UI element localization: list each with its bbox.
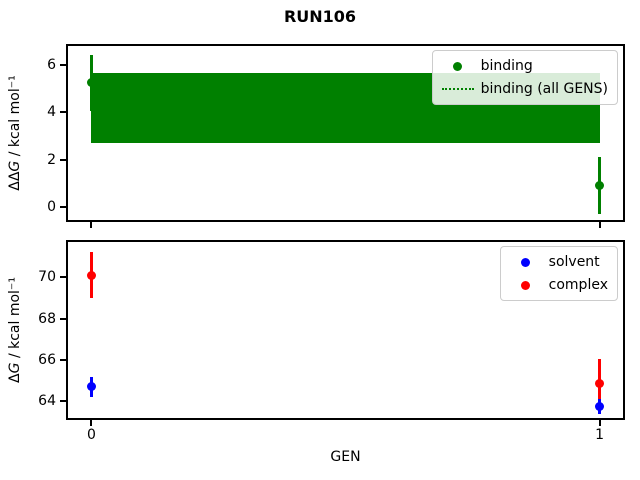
bottom-plot-axes xyxy=(66,240,625,420)
legend-marker-area xyxy=(508,257,544,267)
legend-item: binding (all GENS) xyxy=(440,78,608,100)
y-tick-label: 66 xyxy=(38,352,56,368)
y-tick-label: 2 xyxy=(47,151,56,168)
y-tick-label: 6 xyxy=(47,57,56,74)
y-tick-label: 64 xyxy=(38,393,56,410)
data-point-marker xyxy=(86,78,96,88)
legend-label: solvent xyxy=(548,254,600,270)
bottom-y-axis-label-prefix: Δ xyxy=(7,373,23,383)
y-tick xyxy=(60,158,66,161)
legend-box: binding binding (all GENS) xyxy=(431,50,618,105)
top-y-axis-label-prefix: ΔΔ xyxy=(7,171,23,191)
y-tick-label: 4 xyxy=(47,104,56,121)
x-tick xyxy=(90,222,93,228)
top-y-axis-label-variable: G xyxy=(7,160,23,172)
y-tick-label: 70 xyxy=(38,269,56,286)
legend-item: binding xyxy=(440,55,608,77)
top-y-axis-label-unit: / kcal mol⁻¹ xyxy=(7,75,23,161)
y-tick xyxy=(60,111,66,114)
legend-marker-area xyxy=(440,88,476,90)
bottom-y-axis-label-unit: / kcal mol⁻¹ xyxy=(7,277,23,363)
dotted-line-legend-icon xyxy=(441,88,474,90)
data-point-marker xyxy=(86,382,96,392)
legend-label: binding (all GENS) xyxy=(480,81,608,97)
data-point-marker xyxy=(595,379,605,389)
y-tick xyxy=(60,276,66,279)
y-tick xyxy=(60,64,66,67)
x-tick xyxy=(598,222,601,228)
y-tick-label: 0 xyxy=(47,198,56,215)
bottom-y-axis-label-variable: G xyxy=(7,362,23,374)
x-tick xyxy=(90,420,93,426)
y-tick xyxy=(60,205,66,208)
legend-marker-area xyxy=(440,61,476,71)
y-tick-label: 68 xyxy=(38,310,56,327)
x-tick-label: 0 xyxy=(86,427,96,443)
binding-legend-dot-icon xyxy=(453,61,463,71)
data-point-marker xyxy=(595,402,605,412)
x-axis-label: GEN xyxy=(330,449,361,465)
legend-label: binding xyxy=(480,58,533,74)
x-tick xyxy=(598,420,601,426)
y-tick xyxy=(60,359,66,361)
y-tick xyxy=(60,400,66,403)
y-tick xyxy=(60,317,66,320)
data-point-marker xyxy=(86,270,96,280)
solvent-legend-dot-icon xyxy=(521,257,531,267)
complex-legend-dot-icon xyxy=(521,280,531,290)
legend-marker-area xyxy=(508,280,544,290)
plot-title: RUN106 xyxy=(283,7,357,26)
legend-label: complex xyxy=(548,277,608,293)
data-point-marker xyxy=(595,180,605,190)
legend-item: complex xyxy=(508,274,608,296)
legend-item: solvent xyxy=(508,251,608,273)
x-tick-label: 1 xyxy=(595,427,605,443)
legend-box: solvent complex xyxy=(499,246,618,301)
top-plot-axes xyxy=(66,44,625,222)
